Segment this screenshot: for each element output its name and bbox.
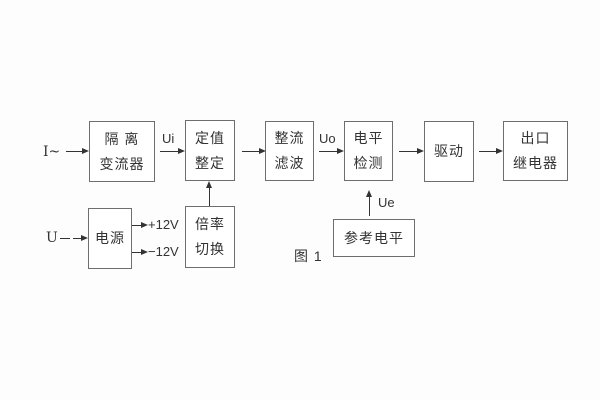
box-power-supply: 电源 [88,208,132,269]
box-ratio-switch: 倍率切换 [185,206,235,268]
connector-level-to-drive [399,151,418,152]
box-power-supply-label: 电源 [95,230,125,246]
box-ratio-switch-label: 倍率 [195,216,225,232]
figure-caption: 图 1 [294,248,323,264]
u-to-power-arrowhead-icon [81,235,88,241]
box-level-detect: 电平检测 [344,121,393,181]
rectify-to-level-arrowhead-icon [337,148,344,154]
box-setting-adjust-label: 定值 [195,129,225,146]
box-setting-adjust: 定值整定 [185,120,235,181]
box-output-relay-label: 出口 [520,130,551,146]
label-signal-ui: Ui [162,131,175,146]
box-level-detect-label: 电平 [353,130,384,146]
box-drive-label: 驱动 [434,143,464,159]
box-ratio-switch-label: 切换 [195,241,225,257]
connector-power-to-minus12 [132,252,142,253]
power-to-minus12-arrowhead-icon [141,249,148,255]
label-rail-plus-12v: +12V [148,217,179,232]
label-input-current: I~ [43,144,61,160]
connector-i-to-isolation [66,151,83,152]
box-drive: 驱动 [424,121,474,182]
label-signal-uo: Uo [319,131,336,146]
reference-to-level-arrowhead-icon [365,190,372,197]
box-reference-level: 参考电平 [333,219,415,257]
box-isolation-transformer-label: 隔 离 [104,130,140,147]
box-rectify-filter: 整流滤波 [265,121,314,181]
level-to-drive-arrowhead-icon [417,148,424,154]
box-level-detect-label: 检测 [353,155,384,171]
power-to-plus12-arrowhead-icon [141,222,148,228]
label-signal-ue: Ue [378,195,395,210]
connector-rectify-to-level [319,151,338,152]
box-rectify-filter-label: 整流 [274,130,305,146]
setting-to-rectify-arrowhead-icon [259,148,266,154]
connector-u-to-power [73,238,82,239]
connector-ratio-to-setting [209,187,210,206]
box-output-relay: 出口继电器 [503,121,568,181]
connector-power-to-plus12 [132,225,142,226]
connector-isolation-to-setting [160,151,179,152]
box-reference-level-label: 参考电平 [344,229,404,246]
box-isolation-transformer-label: 变流器 [99,155,145,172]
connector-setting-to-rectify [242,151,260,152]
connector-drive-to-output [479,151,497,152]
box-output-relay-label: 继电器 [513,155,558,171]
box-rectify-filter-label: 滤波 [274,155,305,171]
box-setting-adjust-label: 整定 [195,154,225,171]
connector-reference-to-level [369,196,370,216]
label-input-voltage: U [46,230,58,246]
connector-u-dash [60,238,70,239]
drive-to-output-arrowhead-icon [496,148,503,154]
i-to-isolation-arrowhead-icon [82,148,89,154]
box-isolation-transformer: 隔 离变流器 [89,121,155,182]
ratio-to-setting-arrowhead-icon [205,181,212,188]
label-rail-minus-12v: −12V [148,244,179,259]
isolation-to-setting-arrowhead-icon [178,148,185,154]
